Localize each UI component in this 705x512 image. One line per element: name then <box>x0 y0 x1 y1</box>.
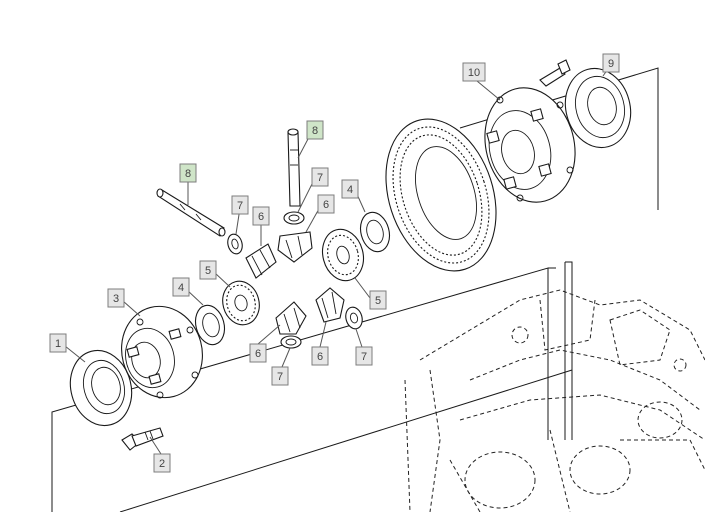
callout-label: 5 <box>205 265 211 277</box>
differential-case-part-10 <box>484 59 576 203</box>
pinion-gear-part-6-b <box>277 231 313 263</box>
callout-label: 2 <box>159 458 165 470</box>
pinion-gear-part-6-a <box>245 243 277 279</box>
pinion-gear-part-6-c <box>275 301 307 335</box>
callout-5-upper[interactable]: 5 <box>354 277 387 310</box>
differential-case-part-3 <box>121 305 203 399</box>
seal-part-1 <box>69 349 133 427</box>
pinion-shaft-part-8-horizontal <box>156 188 226 237</box>
transmission-housing <box>404 289 705 512</box>
callout-7-a[interactable]: 7 <box>231 195 249 235</box>
callout-label: 8 <box>185 168 191 180</box>
callout-label: 8 <box>312 125 318 137</box>
callout-7-d[interactable]: 7 <box>355 328 373 366</box>
callout-6-b[interactable]: 6 <box>305 194 335 233</box>
ring-gear <box>385 118 497 272</box>
callout-label: 4 <box>178 282 184 294</box>
thrust-washer-part-4-upper <box>359 211 391 253</box>
callout-6-a[interactable]: 6 <box>252 206 270 246</box>
callout-label: 6 <box>317 351 323 363</box>
callout-4-upper[interactable]: 4 <box>341 179 366 213</box>
callout-label: 6 <box>255 348 261 360</box>
callout-6-d[interactable]: 6 <box>311 321 329 366</box>
side-gear-part-5-lower <box>222 280 260 326</box>
callout-7-b[interactable]: 7 <box>297 167 329 213</box>
callout-8-vertical-shaft[interactable]: 8 <box>297 120 324 159</box>
side-gear-part-5-upper <box>321 228 365 282</box>
callout-3[interactable]: 3 <box>107 288 141 317</box>
callout-5-lower[interactable]: 5 <box>199 260 231 288</box>
washer-part-7-c <box>280 335 302 349</box>
callout-2[interactable]: 2 <box>149 436 171 473</box>
callout-label: 7 <box>317 172 323 184</box>
callout-label: 7 <box>361 351 367 363</box>
callout-7-c[interactable]: 7 <box>271 347 291 386</box>
pinion-gear-part-6-d <box>315 287 345 323</box>
washer-part-7-a <box>227 233 243 255</box>
callout-label: 3 <box>113 293 119 305</box>
callout-label: 4 <box>347 184 353 196</box>
bolt-part-2 <box>121 427 164 451</box>
callout-label: 10 <box>468 67 480 79</box>
callout-10[interactable]: 10 <box>462 62 501 101</box>
callout-label: 7 <box>277 371 283 383</box>
callout-label: 7 <box>237 200 243 212</box>
callout-6-c[interactable]: 6 <box>249 324 281 363</box>
washer-part-7-b <box>283 211 305 225</box>
callout-label: 6 <box>258 211 264 223</box>
callout-9[interactable]: 9 <box>602 53 620 77</box>
callout-label: 6 <box>323 199 329 211</box>
washer-part-7-d <box>345 306 363 330</box>
callout-8-horizontal-shaft[interactable]: 8 <box>179 163 197 205</box>
callout-1[interactable]: 1 <box>49 333 86 363</box>
callout-4-lower[interactable]: 4 <box>172 277 204 306</box>
callout-label: 1 <box>55 338 61 350</box>
bearing-part-9 <box>564 67 632 149</box>
pinion-shaft-part-8-vertical <box>287 128 301 207</box>
thrust-washer-part-4-lower <box>194 304 226 346</box>
callout-label: 9 <box>608 58 614 70</box>
callout-label: 5 <box>375 295 381 307</box>
